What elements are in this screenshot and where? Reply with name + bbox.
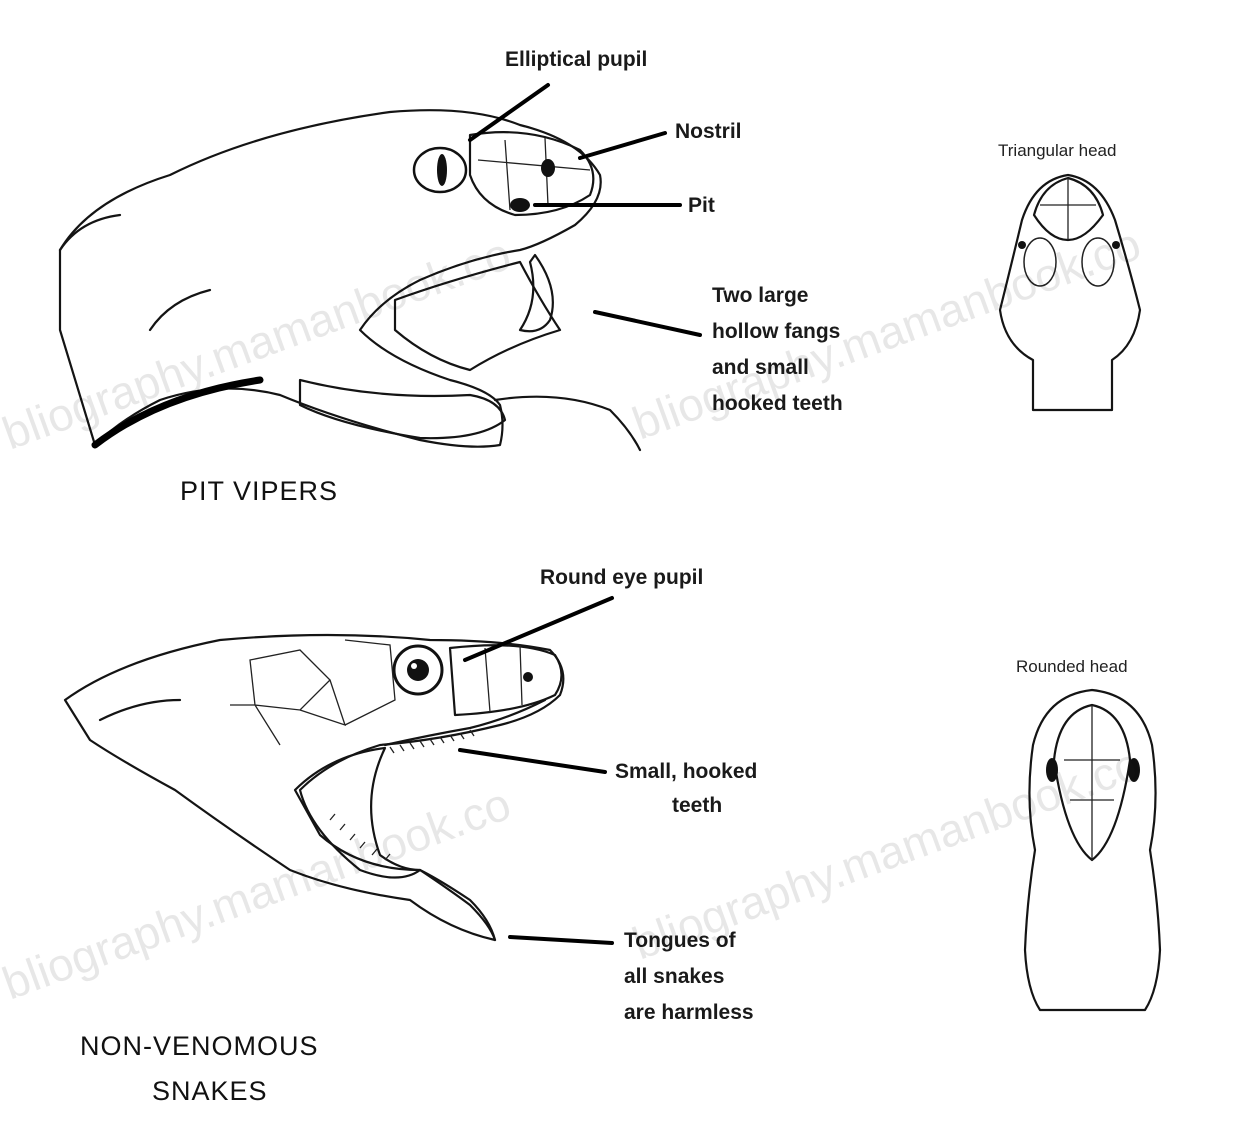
caption-rounded-head: Rounded head bbox=[1016, 657, 1128, 676]
pit-viper-leaders bbox=[470, 85, 700, 335]
label-tongue-2: all snakes bbox=[624, 965, 724, 988]
label-tongue-3: are harmless bbox=[624, 1001, 754, 1024]
label-fangs-1: Two large bbox=[712, 284, 808, 307]
nostril-icon bbox=[541, 159, 555, 177]
label-nostril: Nostril bbox=[675, 120, 742, 143]
label-teeth-2: teeth bbox=[672, 794, 722, 817]
section-title-non-venomous-2: SNAKES bbox=[152, 1076, 268, 1106]
pit-icon bbox=[510, 198, 530, 212]
caption-triangular-head: Triangular head bbox=[998, 141, 1116, 160]
nostril-icon-nv bbox=[523, 672, 533, 682]
watermark-3: bliography.mamanbook.co bbox=[0, 777, 517, 1009]
rounded-head-top-view: Rounded head bbox=[1016, 657, 1160, 1010]
label-pit: Pit bbox=[688, 194, 715, 217]
label-teeth-1: Small, hooked bbox=[615, 760, 757, 783]
section-title-pit-vipers: PIT VIPERS bbox=[180, 476, 338, 506]
watermark-1: bliography.mamanbook.co bbox=[0, 227, 517, 459]
watermark-2: bliography.mamanbook.co bbox=[626, 217, 1148, 449]
label-elliptical-pupil: Elliptical pupil bbox=[505, 48, 647, 71]
section-title-non-venomous-1: NON-VENOMOUS bbox=[80, 1031, 319, 1061]
label-round-pupil: Round eye pupil bbox=[540, 566, 703, 589]
